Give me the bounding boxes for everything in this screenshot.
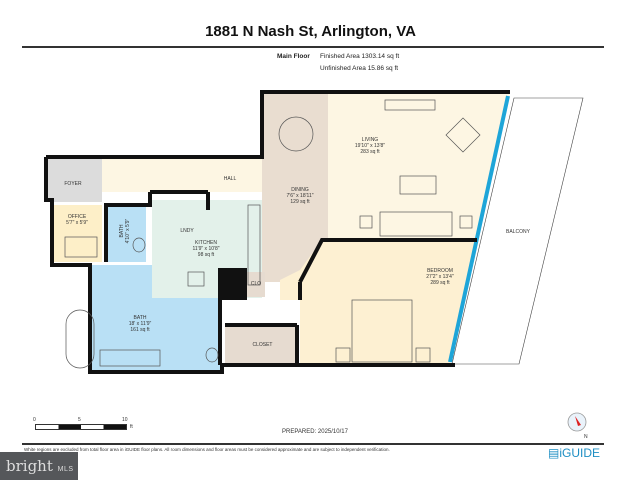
floor-label: Main Floor — [277, 53, 310, 60]
iguide-brand: iGUIDE — [559, 446, 601, 460]
header-divider — [22, 46, 604, 48]
room-dims: 18' x 11'9" — [128, 321, 152, 327]
room-label-closet: CLOSET — [252, 342, 273, 348]
room-area: 283 sq ft — [360, 149, 380, 155]
bedroom-fill — [280, 240, 477, 365]
room-name: BATH — [133, 315, 147, 321]
kitchen-counter — [247, 204, 261, 286]
finished-area: Finished Area 1303.14 sq ft — [320, 53, 400, 60]
prepared-date: PREPARED: 2025/10/17 — [282, 429, 348, 435]
vanity — [99, 349, 161, 367]
bathtub — [65, 309, 95, 369]
tv-console — [384, 99, 436, 111]
scale-bar — [35, 424, 127, 430]
armchair — [445, 117, 481, 153]
room-label-living: LIVING 19'10" x 13'8" 283 sq ft — [330, 137, 410, 155]
room-dims: 7'6" x 18'11" — [286, 193, 314, 199]
room-dims: 27'2" x 13'4" — [426, 274, 454, 280]
room-area: 289 sq ft — [430, 280, 450, 286]
room-label-balcony: BALCONY — [506, 229, 530, 235]
unfinished-area: Unfinished Area 15.86 sq ft — [320, 65, 399, 72]
scale-tick-10: 10 — [122, 417, 128, 423]
stove — [187, 271, 205, 287]
page-title: 1881 N Nash St, Arlington, VA — [205, 23, 416, 40]
room-name: BEDROOM — [427, 268, 453, 274]
desk — [64, 236, 98, 258]
room-dims: 4'10" x 5'9" — [125, 218, 131, 244]
room-label-main-bath: BATH 18' x 11'9" 161 sq ft — [110, 315, 170, 333]
room-label-office: OFFICE 5'7" x 5'9" — [52, 214, 102, 226]
toilet — [205, 347, 219, 363]
balcony-outline — [451, 97, 584, 365]
scale-tick-5: 5 — [78, 417, 81, 423]
iguide-logo: ▤iGUIDE — [548, 446, 601, 460]
room-label-small-bath: BATH 4'10" x 5'9" — [119, 206, 131, 256]
dining-table — [278, 116, 314, 152]
small-bath-fill — [106, 205, 146, 262]
room-label-laundry: LNDY — [180, 228, 194, 234]
scale-tick-0: 0 — [33, 417, 36, 423]
room-label-foyer: FOYER — [64, 181, 82, 187]
disclaimer: White regions are excluded from total fl… — [24, 447, 390, 452]
walls — [44, 90, 510, 374]
sofa — [379, 211, 453, 237]
room-name: KITCHEN — [195, 240, 217, 246]
room-area: 129 sq ft — [290, 199, 310, 205]
office-fill — [52, 205, 102, 262]
watermark-brand: bright — [6, 457, 53, 475]
compass-north-label: N — [584, 434, 588, 440]
room-label-bedroom: BEDROOM 27'2" x 13'4" 289 sq ft — [410, 268, 470, 286]
room-dims: 5'7" x 5'9" — [66, 220, 88, 226]
room-area: 161 sq ft — [130, 327, 150, 333]
coffee-table — [399, 175, 437, 195]
bed — [351, 299, 413, 363]
room-name: OFFICE — [67, 214, 87, 220]
room-label-dining: DINING 7'6" x 18'11" 129 sq ft — [270, 187, 330, 205]
bright-mls-watermark: bright MLS — [0, 452, 78, 480]
furniture — [64, 99, 481, 369]
foyer-fill — [46, 157, 102, 202]
room-area: 98 sq ft — [197, 252, 215, 258]
scale-unit: ft — [130, 424, 133, 430]
compass-icon — [567, 412, 587, 432]
room-name: DINING — [291, 187, 309, 193]
footer-divider — [22, 443, 604, 445]
closet-fill — [225, 325, 297, 365]
room-dims: 19'10" x 13'8" — [354, 143, 386, 149]
watermark-suffix: MLS — [57, 466, 74, 473]
room-label-clo: CLO — [250, 281, 262, 287]
room-label-hall: HALL — [223, 176, 237, 182]
room-name: LIVING — [361, 137, 379, 143]
room-label-kitchen: KITCHEN 11'9" x 10'8" 98 sq ft — [176, 240, 236, 258]
room-dims: 11'9" x 10'8" — [192, 246, 220, 252]
window-wall — [448, 95, 510, 363]
